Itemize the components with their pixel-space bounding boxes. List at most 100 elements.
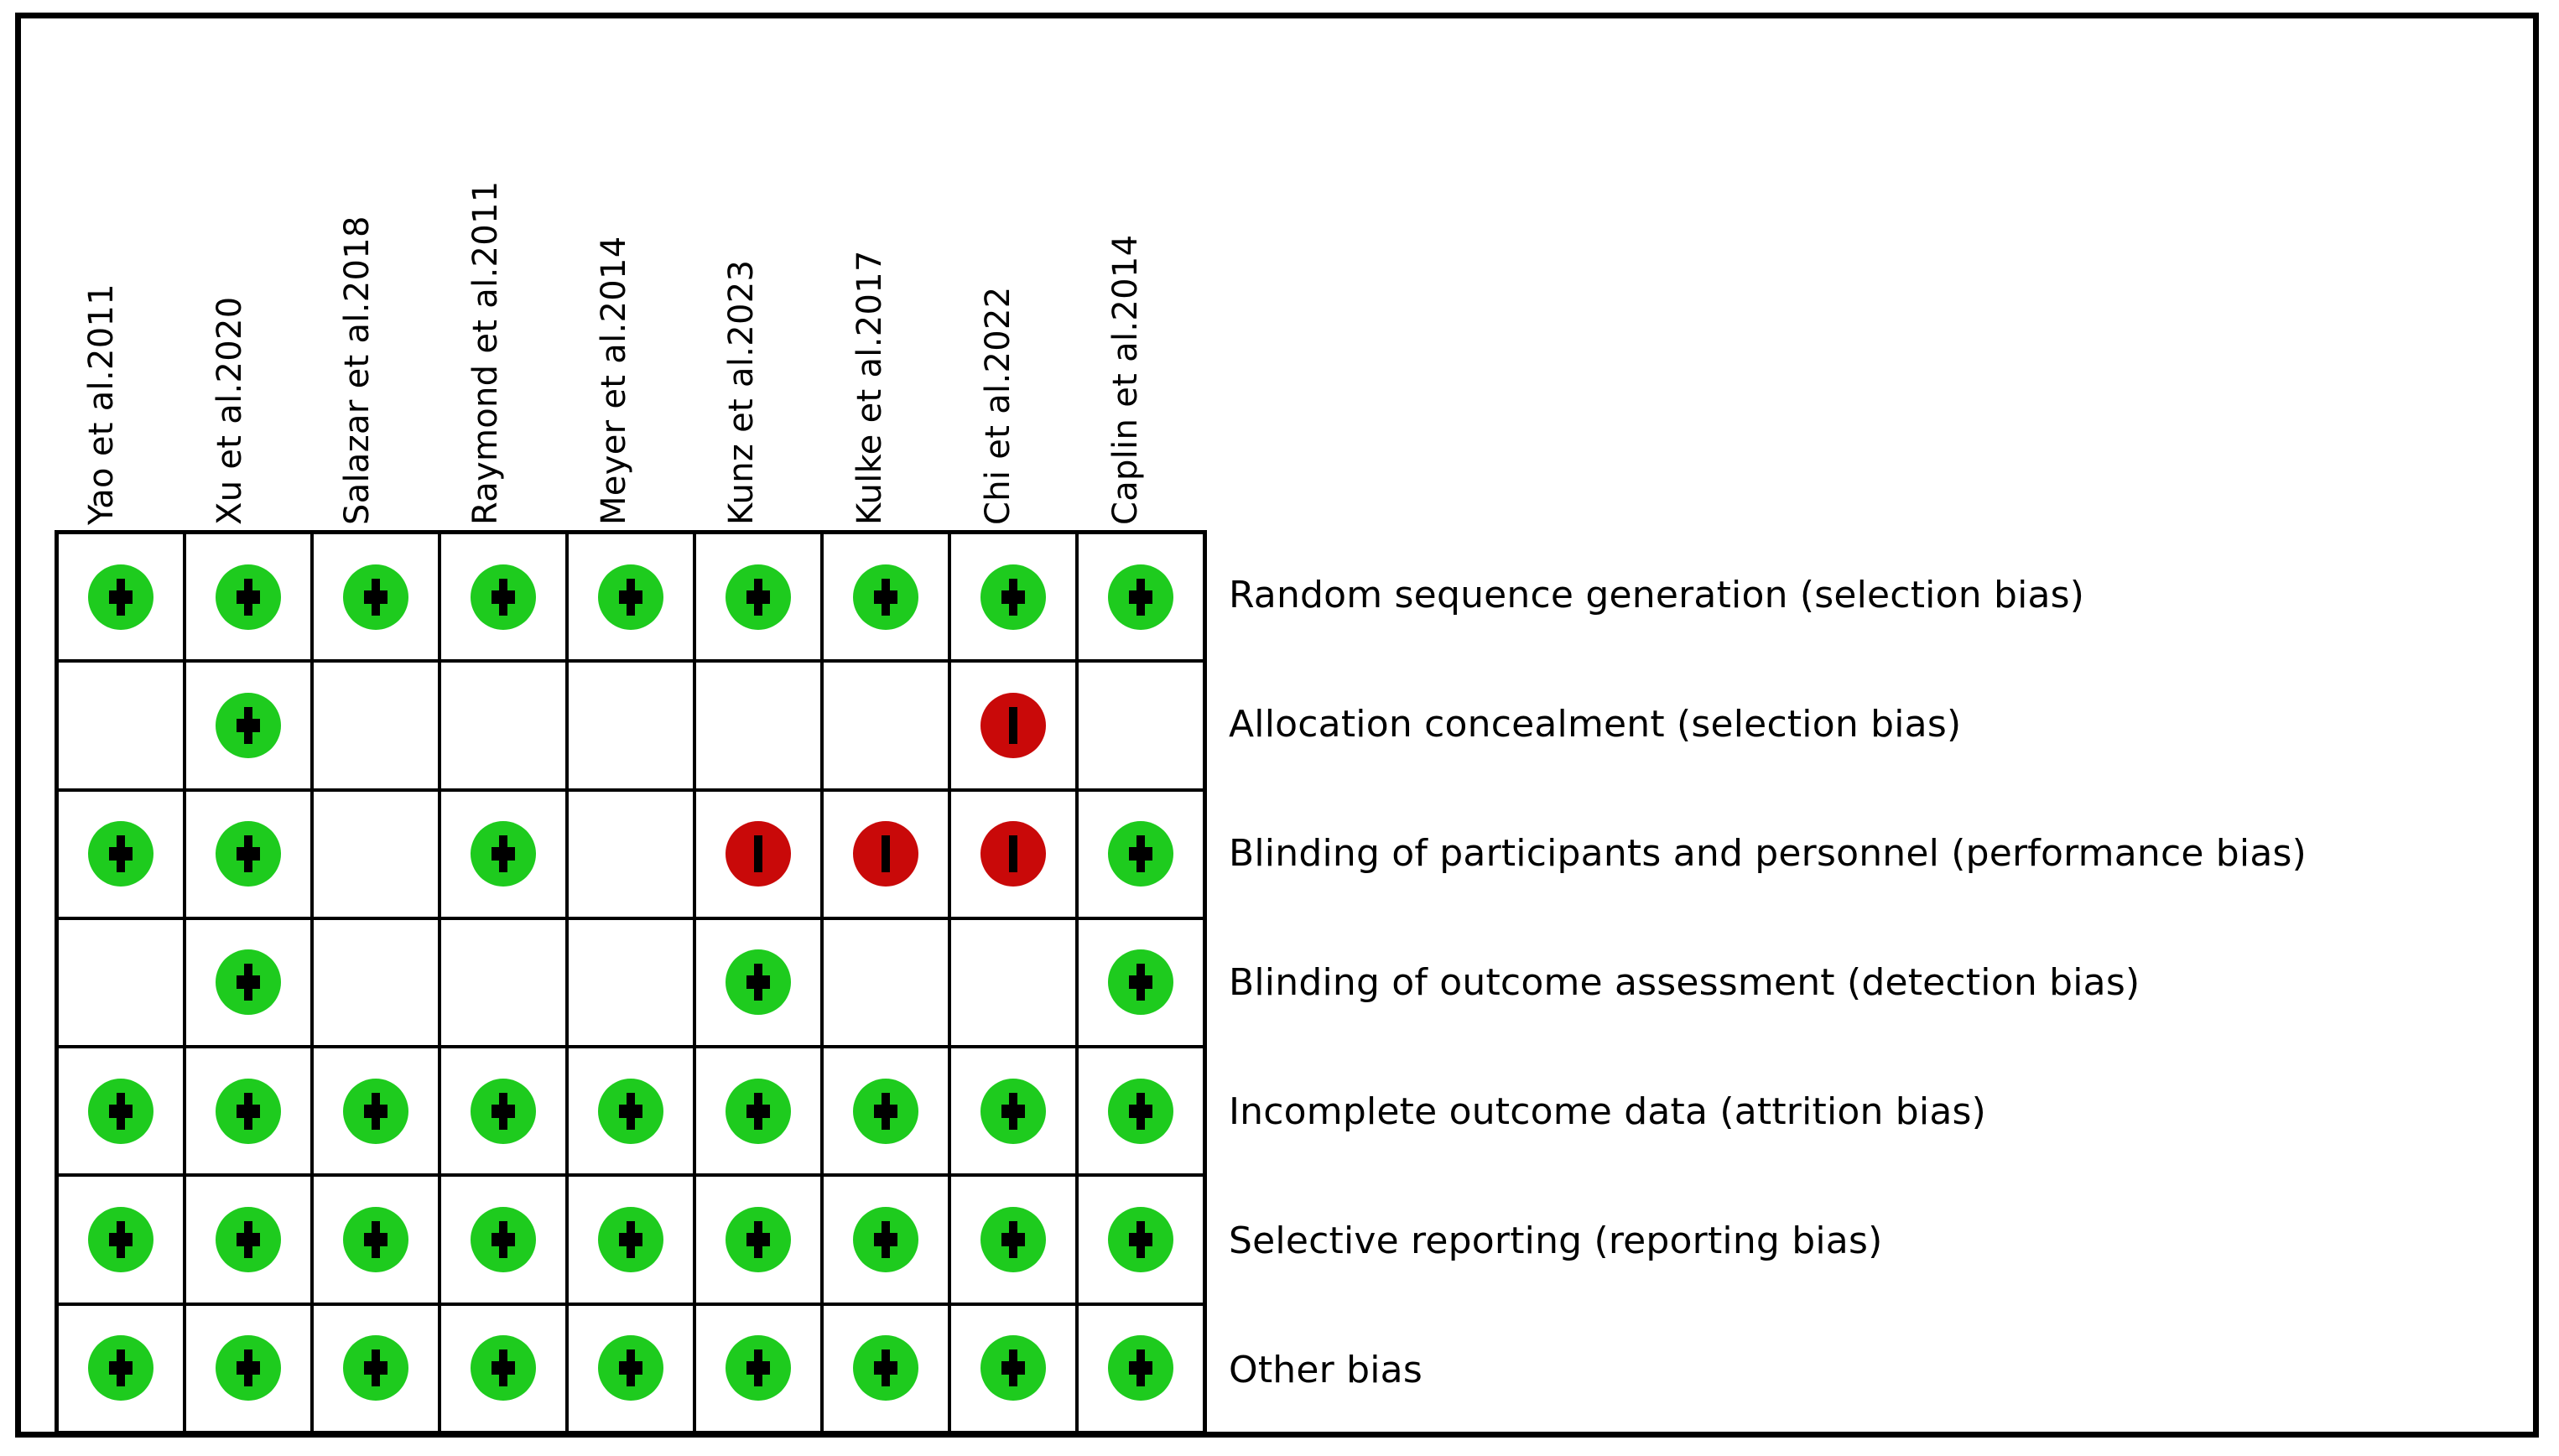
low-risk-icon	[726, 949, 791, 1016]
judgement-cell[interactable]	[1079, 534, 1203, 659]
column-header-chi: Chi et al.2022	[951, 18, 1079, 530]
judgement-cell[interactable]	[824, 1048, 951, 1174]
judgement-cell[interactable]	[59, 919, 186, 1046]
judgement-cell[interactable]	[569, 1305, 696, 1431]
judgement-cell[interactable]	[569, 534, 696, 660]
judgement-cell[interactable]	[186, 1048, 314, 1174]
column-header-label: Meyer et al.2014	[594, 236, 633, 525]
column-header-yao: Yao et al.2011	[55, 18, 183, 530]
judgement-cell[interactable]	[569, 791, 696, 917]
judgement-cell[interactable]	[1079, 1048, 1203, 1173]
low-risk-icon	[726, 564, 791, 630]
low-risk-icon	[598, 1335, 663, 1401]
column-header-label: Chi et al.2022	[978, 286, 1017, 525]
low-risk-icon	[471, 1078, 536, 1144]
grid-row	[59, 663, 1203, 792]
judgement-cell[interactable]	[951, 1305, 1079, 1431]
judgement-cell[interactable]	[824, 534, 951, 660]
low-risk-icon	[853, 1078, 918, 1144]
judgement-cell[interactable]	[186, 663, 314, 788]
low-risk-icon	[598, 564, 663, 630]
judgement-cell[interactable]	[314, 663, 441, 788]
judgement-cell[interactable]	[951, 1048, 1079, 1174]
low-risk-icon	[980, 1078, 1046, 1144]
low-risk-icon	[88, 1335, 153, 1401]
row-label-1: Random sequence generation (selection bi…	[1229, 573, 2085, 616]
column-header-label: Caplin et al.2014	[1106, 234, 1146, 525]
judgement-cell[interactable]	[1079, 663, 1203, 788]
judgement-cell[interactable]	[824, 663, 951, 788]
low-risk-icon	[853, 1207, 918, 1273]
judgement-cell[interactable]	[186, 919, 314, 1046]
judgement-cell[interactable]	[186, 791, 314, 917]
judgement-cell[interactable]	[441, 1048, 569, 1174]
judgement-cell[interactable]	[824, 919, 951, 1046]
judgement-cell[interactable]	[696, 534, 824, 660]
low-risk-icon	[980, 1207, 1046, 1273]
judgement-cell[interactable]	[696, 1177, 824, 1303]
judgement-cell[interactable]	[186, 1177, 314, 1303]
low-risk-icon	[980, 564, 1046, 630]
judgement-cell[interactable]	[314, 919, 441, 1046]
judgement-cell[interactable]	[186, 1305, 314, 1431]
judgement-cell[interactable]	[824, 1177, 951, 1303]
judgement-cell[interactable]	[951, 919, 1079, 1046]
high-risk-icon	[853, 821, 918, 887]
judgement-cell[interactable]	[186, 534, 314, 660]
judgement-cell[interactable]	[569, 663, 696, 788]
judgement-cell[interactable]	[441, 919, 569, 1046]
low-risk-icon	[216, 949, 281, 1016]
judgement-cell[interactable]	[314, 534, 441, 660]
judgement-cell[interactable]	[696, 919, 824, 1046]
judgement-cell[interactable]	[696, 1305, 824, 1431]
unclear-risk-icon	[853, 693, 918, 758]
grid-row	[59, 1048, 1203, 1178]
judgement-cell[interactable]	[59, 663, 186, 788]
judgement-cell[interactable]	[824, 1305, 951, 1431]
judgement-cell[interactable]	[1079, 1306, 1203, 1431]
judgement-cell[interactable]	[824, 791, 951, 917]
judgement-cell[interactable]	[441, 534, 569, 660]
judgement-cell[interactable]	[951, 791, 1079, 917]
judgement-cell[interactable]	[696, 663, 824, 788]
judgement-cell[interactable]	[441, 663, 569, 788]
judgement-cell[interactable]	[314, 1305, 441, 1431]
judgement-cell[interactable]	[441, 1305, 569, 1431]
judgement-cell[interactable]	[441, 791, 569, 917]
row-label-7: Other bias	[1229, 1349, 1423, 1392]
grid-row	[59, 1177, 1203, 1306]
column-header-kulke: Kulke et al.2017	[823, 18, 951, 530]
judgement-cell[interactable]	[951, 1177, 1079, 1303]
low-risk-icon	[343, 1078, 408, 1144]
judgement-cell[interactable]	[314, 1048, 441, 1174]
judgement-cell[interactable]	[59, 534, 186, 660]
low-risk-icon	[88, 1207, 153, 1273]
judgement-cell[interactable]	[1079, 920, 1203, 1045]
judgement-cell[interactable]	[59, 1305, 186, 1431]
judgement-cell[interactable]	[314, 791, 441, 917]
judgement-cell[interactable]	[951, 534, 1079, 660]
judgement-cell[interactable]	[1079, 792, 1203, 917]
judgement-cell[interactable]	[314, 1177, 441, 1303]
unclear-risk-icon	[88, 949, 153, 1015]
judgement-cell[interactable]	[569, 1048, 696, 1174]
judgement-cell[interactable]	[59, 1177, 186, 1303]
judgement-cell[interactable]	[59, 791, 186, 917]
judgement-cell[interactable]	[696, 1048, 824, 1174]
judgement-cell[interactable]	[1079, 1177, 1203, 1302]
judgement-cell[interactable]	[951, 663, 1079, 788]
grid-row	[59, 791, 1203, 920]
judgement-cell[interactable]	[696, 791, 824, 917]
low-risk-icon	[1108, 949, 1173, 1016]
judgement-cell[interactable]	[569, 919, 696, 1046]
judgement-cell[interactable]	[441, 1177, 569, 1303]
judgement-cell[interactable]	[569, 1177, 696, 1303]
grid-row	[59, 919, 1203, 1049]
column-header-label: Salazar et al.2018	[338, 216, 377, 525]
low-risk-icon	[471, 564, 536, 630]
row-label-4: Blinding of outcome assessment (detectio…	[1229, 960, 2140, 1004]
low-risk-icon	[471, 1207, 536, 1273]
low-risk-icon	[88, 1078, 153, 1144]
judgement-cell[interactable]	[59, 1048, 186, 1174]
